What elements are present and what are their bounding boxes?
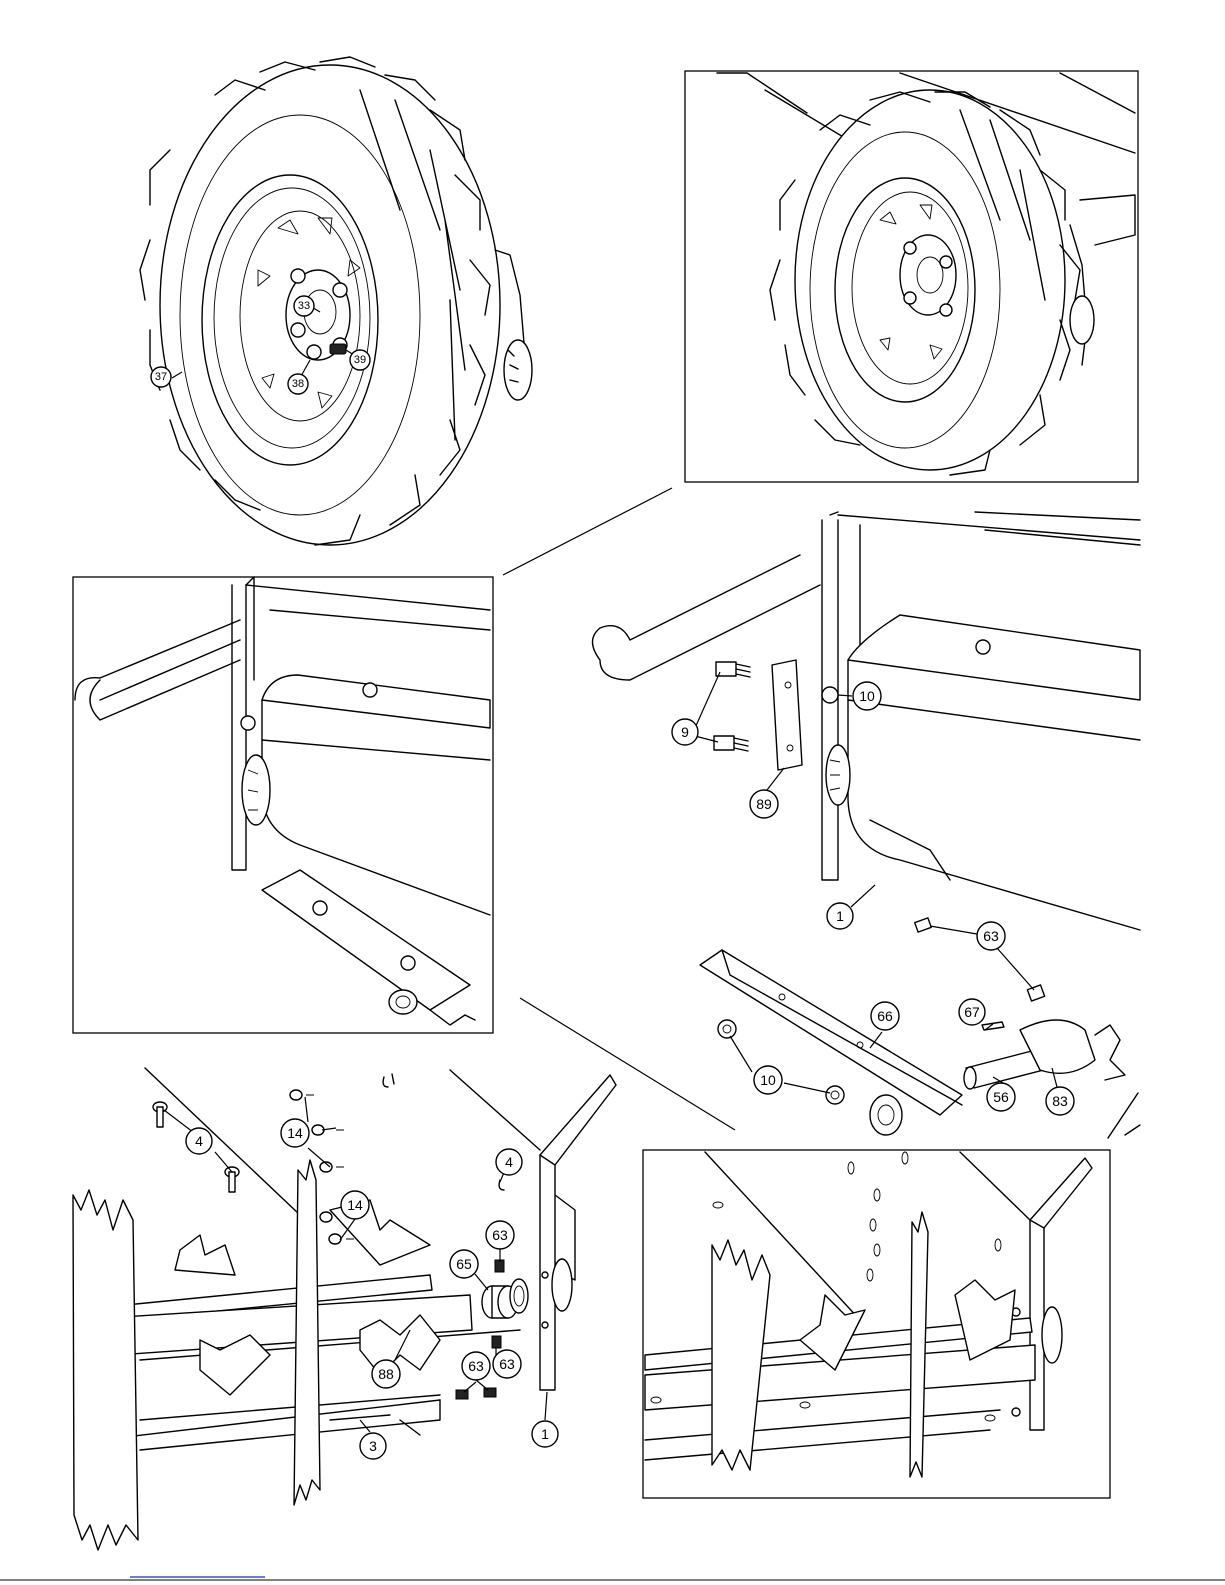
callout-9: 9 [672, 719, 698, 745]
svg-text:83: 83 [1052, 1093, 1068, 1109]
svg-text:66: 66 [877, 1008, 893, 1024]
svg-text:10: 10 [760, 1072, 776, 1088]
callout-63-middle: 63 [493, 1350, 521, 1378]
svg-text:67: 67 [964, 1004, 980, 1020]
callout-10-bracket: 10 [754, 1066, 782, 1094]
svg-text:10: 10 [859, 688, 875, 704]
callout-14-upper: 14 [281, 1119, 309, 1147]
wheel-assembly-view [140, 57, 532, 545]
callout-4-right: 4 [496, 1149, 522, 1175]
callout-33: 33 [294, 296, 314, 316]
callout-38: 38 [288, 374, 308, 394]
callout-37: 37 [151, 367, 171, 387]
svg-text:63: 63 [492, 1227, 508, 1243]
svg-text:39: 39 [354, 354, 366, 366]
svg-text:63: 63 [983, 928, 999, 944]
tine-shaft-exploded-view [73, 1068, 616, 1550]
svg-text:89: 89 [756, 796, 772, 812]
axle-exploded-view [593, 512, 1141, 1138]
callout-4-left: 4 [186, 1128, 212, 1154]
svg-text:56: 56 [993, 1089, 1009, 1105]
callout-63-upper: 63 [486, 1221, 514, 1249]
callout-66: 66 [871, 1002, 899, 1030]
svg-text:33: 33 [298, 300, 310, 312]
svg-text:88: 88 [378, 1366, 394, 1382]
svg-text:4: 4 [505, 1154, 513, 1170]
callout-39: 39 [350, 350, 370, 370]
svg-text:63: 63 [468, 1358, 484, 1374]
callout-63-axle: 63 [977, 922, 1005, 950]
svg-text:3: 3 [369, 1438, 377, 1454]
svg-text:14: 14 [287, 1125, 303, 1141]
callout-89: 89 [750, 790, 778, 818]
callout-14-lower: 14 [341, 1191, 369, 1219]
svg-text:4: 4 [195, 1133, 203, 1149]
svg-text:1: 1 [541, 1426, 549, 1442]
svg-text:37: 37 [155, 371, 167, 383]
callout-1-tine: 1 [532, 1421, 558, 1447]
callout-1-frame: 1 [827, 903, 853, 929]
callout-3: 3 [360, 1433, 386, 1459]
callout-56: 56 [987, 1083, 1015, 1111]
callout-83: 83 [1046, 1087, 1074, 1115]
svg-text:63: 63 [499, 1356, 515, 1372]
svg-text:1: 1 [836, 908, 844, 924]
callout-63-lower: 63 [462, 1352, 490, 1380]
svg-text:9: 9 [681, 724, 689, 740]
callout-67: 67 [959, 999, 985, 1025]
svg-text:14: 14 [347, 1197, 363, 1213]
callout-88: 88 [372, 1360, 400, 1388]
svg-text:65: 65 [456, 1256, 472, 1272]
callout-10-frame: 10 [853, 682, 881, 710]
callout-65: 65 [450, 1250, 478, 1278]
svg-text:38: 38 [292, 378, 304, 390]
